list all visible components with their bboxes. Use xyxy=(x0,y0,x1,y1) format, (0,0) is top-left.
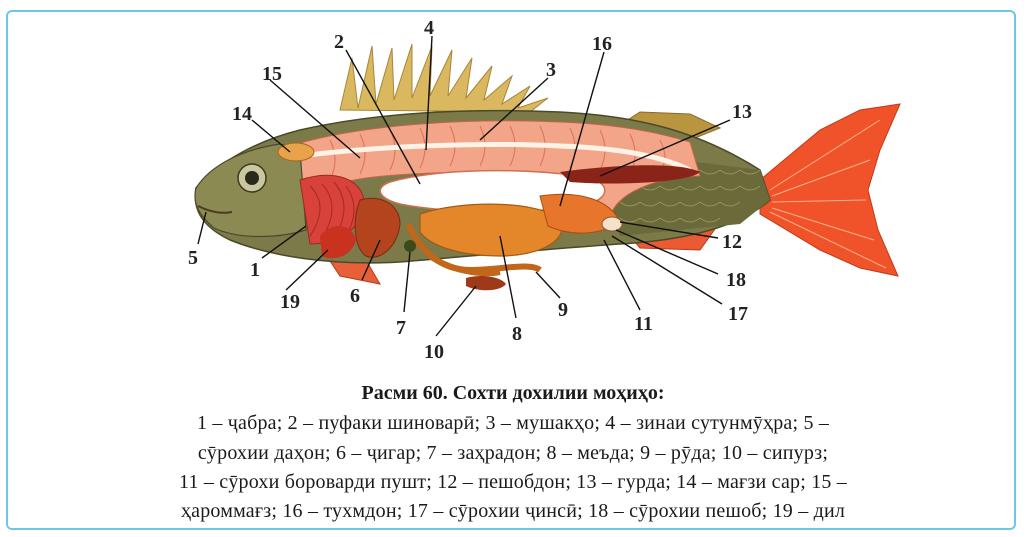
spleen xyxy=(466,276,506,290)
caption-legend-line-4: ҳароммағз; 16 – тухмдон; 17 – сӯрохии ҷи… xyxy=(0,500,1026,523)
label-18: 18 xyxy=(726,269,746,291)
fish-anatomy-diagram: 1 2 3 4 5 6 7 8 9 10 11 12 13 14 15 16 1… xyxy=(0,0,1026,380)
label-9: 9 xyxy=(558,299,568,321)
label-15: 15 xyxy=(262,63,282,85)
label-11: 11 xyxy=(634,313,653,335)
caption-legend-line-3: 11 – сӯрохи бороварди пушт; 12 – пешобдо… xyxy=(0,471,1026,494)
label-5: 5 xyxy=(188,247,198,269)
label-2: 2 xyxy=(334,31,344,53)
label-1: 1 xyxy=(250,259,260,281)
figure-caption-title: Расми 60. Сохти дохилии моҳиҳо: xyxy=(0,382,1026,405)
label-7: 7 xyxy=(396,317,406,339)
label-16: 16 xyxy=(592,33,612,55)
caption-legend-line-1: 1 – ҷабра; 2 – пуфаки шиноварӣ; 3 – муша… xyxy=(0,412,1026,435)
label-8: 8 xyxy=(512,323,522,345)
tail-fin xyxy=(760,104,900,276)
gall-bladder xyxy=(404,240,416,252)
caption-legend-line-2: сӯрохии даҳон; 6 – ҷигар; 7 – заҳрадон; … xyxy=(0,442,1026,465)
label-12: 12 xyxy=(722,231,742,253)
urinary-bladder xyxy=(602,217,622,231)
label-17: 17 xyxy=(728,303,748,325)
label-14: 14 xyxy=(232,103,252,125)
label-19: 19 xyxy=(280,291,300,313)
label-13: 13 xyxy=(732,101,752,123)
label-10: 10 xyxy=(424,341,444,363)
label-6: 6 xyxy=(350,285,360,307)
label-4: 4 xyxy=(424,17,434,39)
label-3: 3 xyxy=(546,59,556,81)
dorsal-fin xyxy=(340,44,548,112)
pupil xyxy=(245,171,259,185)
